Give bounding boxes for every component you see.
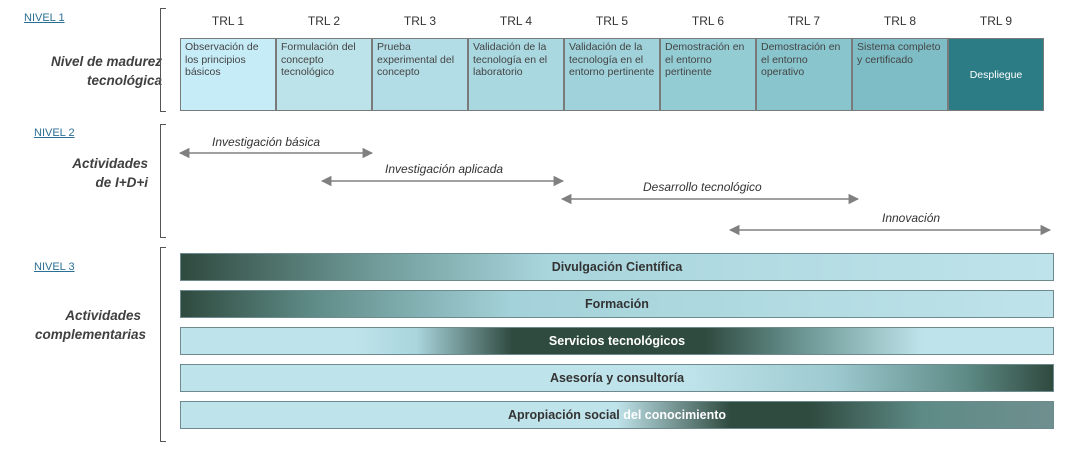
trl-headers: TRL 1 TRL 2 TRL 3 TRL 4 TRL 5 TRL 6 TRL … <box>180 14 1050 28</box>
trl-cell: Sistema completo y certificado <box>852 38 948 111</box>
bar-label: Formación <box>585 297 649 311</box>
nivel-3-title-line1: Actividades <box>65 308 141 323</box>
bar-servicios-tecnologicos: Servicios tecnológicos <box>180 327 1054 355</box>
bar-formacion: Formación <box>180 290 1054 318</box>
trl-header: TRL 5 <box>595 14 629 28</box>
bar-label: Asesoría y consultoría <box>549 371 685 385</box>
nivel-3-title-line2: complementarias <box>34 327 146 342</box>
trl-cell: Demostración en el entorno operativo <box>756 38 852 111</box>
bar-divulgacion-cientifica: Divulgación Científica <box>180 253 1054 281</box>
bar-asesoria-consultoria: Asesoría y consultoría <box>180 364 1054 392</box>
nivel-1-title-line2: tecnológica <box>86 73 162 88</box>
nivel-2-bracket <box>160 124 166 238</box>
trl-cells: Observación de los principios básicos Fo… <box>180 38 1050 111</box>
trl-header: TRL 9 <box>979 14 1013 28</box>
nivel-1-bracket <box>160 8 166 112</box>
trl-cell: Demostración en el entorno pertinente <box>660 38 756 111</box>
nivel-2-title-line1: Actividades <box>72 156 148 171</box>
nivel-3-title: Actividades complementarias <box>35 306 146 344</box>
nivel-2-title: Actividades de I+D+i <box>72 154 148 192</box>
trl-header: TRL 2 <box>307 14 341 28</box>
trl-header: TRL 8 <box>883 14 917 28</box>
bar-label-part2: del conocimiento <box>623 408 727 422</box>
nivel-2-title-line2: de I+D+i <box>95 175 148 190</box>
bar-apropiacion-social: Apropiación social del conocimiento <box>180 401 1054 429</box>
nivel-1-title-line1: Nivel de madurez <box>50 54 162 69</box>
trl-header: TRL 4 <box>499 14 533 28</box>
bar-label-part1: Apropiación social <box>507 408 624 422</box>
nivel-2-tag: NIVEL 2 <box>34 127 75 139</box>
bar-label: Servicios tecnológicos <box>548 334 686 348</box>
trl-header: TRL 7 <box>787 14 821 28</box>
activity-label: Investigación aplicada <box>385 162 504 176</box>
trl-cell: Validación de la tecnología en el labora… <box>468 38 564 111</box>
activity-label: Innovación <box>882 211 941 225</box>
trl-header: TRL 6 <box>691 14 725 28</box>
trl-cell: Despliegue <box>948 38 1044 111</box>
trl-header: TRL 1 <box>211 14 245 28</box>
trl-cell: Formulación del concepto tecnológico <box>276 38 372 111</box>
nivel-3-bracket <box>160 247 166 442</box>
trl-header: TRL 3 <box>403 14 437 28</box>
trl-cell: Validación de la tecnología en el entorn… <box>564 38 660 111</box>
activity-label: Desarrollo tecnológico <box>643 180 762 194</box>
activity-label: Investigación básica <box>212 135 321 149</box>
trl-row: TRL 1 TRL 2 TRL 3 TRL 4 TRL 5 TRL 6 TRL … <box>180 14 1050 111</box>
nivel-3-tag: NIVEL 3 <box>34 261 75 273</box>
nivel-1-title: Nivel de madurez tecnológica <box>51 52 162 90</box>
bar-label: Divulgación Científica <box>551 260 683 274</box>
trl-cell: Prueba experimental del concepto <box>372 38 468 111</box>
nivel-1-tag: NIVEL 1 <box>24 12 65 24</box>
trl-cell: Observación de los principios básicos <box>180 38 276 111</box>
